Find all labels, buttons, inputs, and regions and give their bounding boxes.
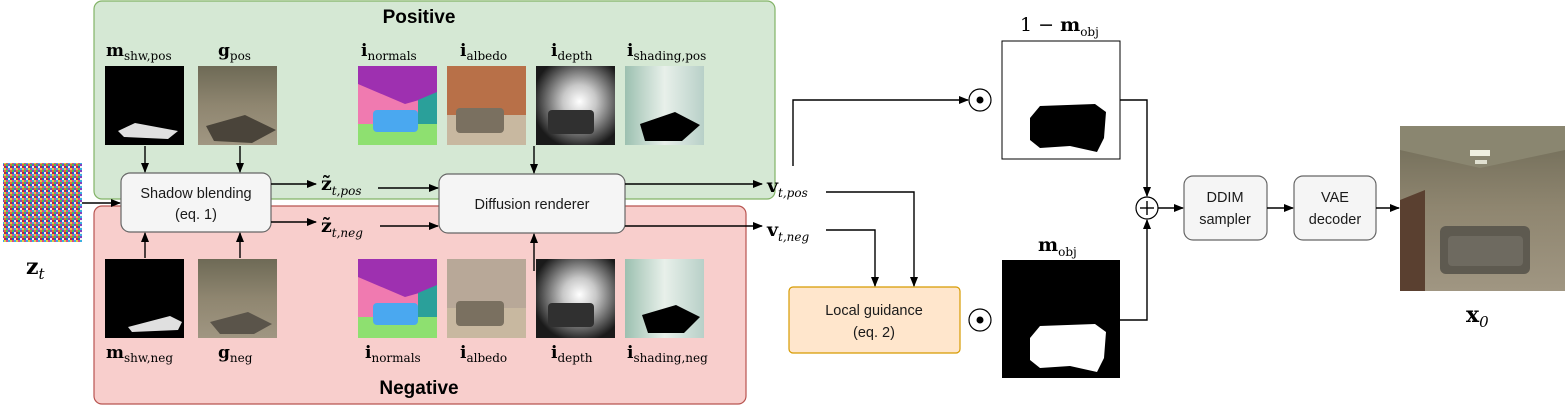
arrow-vneg-guidance xyxy=(826,229,879,287)
hadamard-bottom xyxy=(968,308,992,332)
negative-title: Negative xyxy=(379,378,458,399)
label-i-normals-neg: inormals xyxy=(365,343,421,365)
diffusion-renderer-box: Diffusion renderer xyxy=(438,173,626,234)
svg-text:decoder: decoder xyxy=(1309,212,1362,228)
svg-text:sampler: sampler xyxy=(1199,212,1251,228)
arrow-vpos-guidance xyxy=(826,191,918,287)
noise-label: zt xyxy=(26,254,46,283)
shadow-mask-neg-shape xyxy=(128,316,182,332)
svg-text:Diffusion renderer: Diffusion renderer xyxy=(475,197,590,213)
label-m-shw-pos: mshw,pos xyxy=(106,41,172,63)
shading-pos-shadow xyxy=(640,112,700,141)
mask-label: mobj xyxy=(1038,234,1077,259)
svg-text:(eq. 1): (eq. 1) xyxy=(175,207,217,223)
guidance-neg-shadow xyxy=(210,312,272,334)
shadow-blending-box: Shadow blending (eq. 1) xyxy=(120,172,272,233)
v-neg-label: vt,neg xyxy=(766,219,810,244)
z-pos-label: z̃t,pos xyxy=(321,173,362,198)
label-g-pos: gpos xyxy=(218,41,251,63)
output-label: x0 xyxy=(1466,302,1489,331)
shading-neg-shadow xyxy=(642,305,700,333)
svg-text:Shadow blending: Shadow blending xyxy=(140,186,251,202)
mask-object xyxy=(1030,324,1106,372)
vae-decoder-box: VAE decoder xyxy=(1293,175,1377,241)
label-i-normals-pos: inormals xyxy=(361,41,417,63)
normals-pos-sofa xyxy=(373,110,418,132)
inv-mask-object xyxy=(1030,104,1106,152)
label-i-albedo-neg: ialbedo xyxy=(460,343,507,365)
label-g-neg: gneg xyxy=(218,343,253,365)
plus-operator xyxy=(1135,196,1159,220)
negative-thumbnails xyxy=(105,259,704,338)
label-m-shw-neg: mshw,neg xyxy=(106,343,173,365)
shadow-mask-pos-shape xyxy=(118,123,178,139)
normals-neg-sofa xyxy=(373,303,418,325)
depth-pos-sofa xyxy=(548,110,594,134)
local-guidance-box: Local guidance (eq. 2) xyxy=(788,286,961,354)
normals-neg-ceiling xyxy=(358,259,437,297)
output-image xyxy=(1400,126,1565,291)
svg-text:VAE: VAE xyxy=(1321,190,1349,206)
arrow-mask-plus xyxy=(1120,219,1151,321)
v-pos-label: vt,pos xyxy=(766,175,808,200)
guidance-pos-shadow xyxy=(206,115,276,143)
ddim-sampler-box: DDIM sampler xyxy=(1183,175,1268,241)
label-i-depth-pos: idepth xyxy=(551,41,593,63)
hadamard-top xyxy=(968,88,992,112)
label-i-shading-pos: ishading,pos xyxy=(627,41,706,63)
svg-text:DDIM: DDIM xyxy=(1206,190,1243,206)
positive-title: Positive xyxy=(383,7,456,28)
svg-text:Local guidance: Local guidance xyxy=(825,303,923,319)
normals-pos-ceiling xyxy=(358,66,437,104)
depth-neg-sofa xyxy=(548,303,594,327)
albedo-neg-sofa xyxy=(456,301,504,326)
positive-thumbnails xyxy=(105,66,704,145)
arrow-invmask-plus xyxy=(1120,99,1151,197)
label-i-albedo-pos: ialbedo xyxy=(460,41,507,63)
label-i-depth-neg: idepth xyxy=(551,343,593,365)
arrow-vpos-hadamard xyxy=(792,96,969,166)
albedo-pos-sofa xyxy=(456,108,504,133)
label-i-shading-neg: ishading,neg xyxy=(627,343,708,365)
inv-mask-label: 1 − mobj xyxy=(1020,14,1099,39)
z-neg-label: z̃t,neg xyxy=(321,215,363,240)
positive-labels: mshw,pos gpos inormals ialbedo idepth is… xyxy=(106,41,706,63)
svg-text:(eq. 2): (eq. 2) xyxy=(853,325,895,341)
negative-labels: mshw,neg gneg inormals ialbedo idepth is… xyxy=(106,343,708,365)
noise-image xyxy=(3,163,82,242)
connectors xyxy=(82,96,1400,321)
